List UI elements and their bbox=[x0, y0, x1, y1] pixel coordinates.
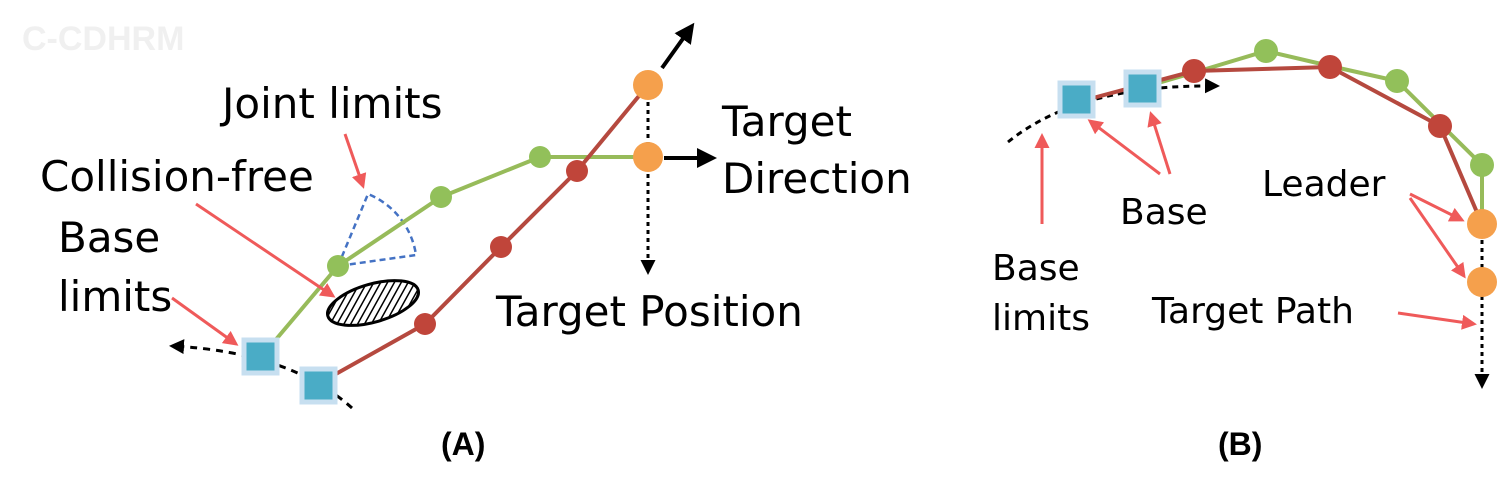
label-base-limits-line2: limits bbox=[58, 272, 172, 321]
green-joint bbox=[1470, 153, 1494, 177]
annotation-arrow-collision-free bbox=[195, 202, 336, 298]
label-base: Base bbox=[1120, 192, 1208, 233]
label-joint-limits: Joint limits bbox=[219, 79, 442, 128]
red-joint bbox=[1428, 114, 1452, 138]
red-joint bbox=[566, 160, 588, 182]
base-square bbox=[1057, 80, 1096, 119]
orange-leader-joint bbox=[1467, 209, 1497, 239]
caption-b: (B) bbox=[1218, 426, 1262, 462]
annotation-arrow-joint-limits bbox=[343, 133, 367, 189]
label-base-limits-line1: Base bbox=[992, 248, 1080, 289]
label-base-limits-line2: limits bbox=[992, 298, 1090, 339]
red-joint bbox=[414, 313, 436, 335]
panel-a: Joint limits Collision-free Base limits … bbox=[40, 22, 912, 462]
annotation-arrow-leader-2 bbox=[1408, 197, 1466, 279]
red-joint bbox=[1318, 55, 1342, 79]
annotation-arrow-leader-1 bbox=[1409, 192, 1465, 222]
base-square bbox=[1123, 69, 1162, 108]
annotation-arrow-target-path bbox=[1397, 311, 1477, 330]
green-joint bbox=[430, 186, 452, 208]
base-limits-arc bbox=[1007, 78, 1220, 144]
annotation-arrow-base-2 bbox=[1147, 111, 1172, 175]
orange-leader-joint bbox=[1467, 267, 1497, 297]
base-square bbox=[241, 337, 280, 376]
collision-obstacle bbox=[326, 279, 420, 327]
label-target-direction-line1: Target bbox=[721, 97, 852, 146]
red-joint bbox=[490, 236, 512, 258]
label-base-limits-line1: Base bbox=[58, 213, 160, 262]
red-robot-chain bbox=[317, 83, 650, 386]
green-joint bbox=[327, 255, 349, 277]
label-target-position: Target Position bbox=[495, 287, 803, 336]
annotation-arrow-base-1 bbox=[1087, 119, 1161, 176]
green-joint bbox=[1254, 39, 1278, 63]
watermark-text: C-CDHRM bbox=[22, 20, 184, 58]
panel-b: Base Base limits Leader Target Path (B) bbox=[992, 39, 1497, 462]
label-target-direction-line2: Direction bbox=[722, 154, 912, 203]
base-square bbox=[299, 366, 338, 405]
caption-a: (A) bbox=[441, 426, 485, 462]
red-joint bbox=[1182, 59, 1206, 83]
orange-end-effector bbox=[633, 142, 663, 172]
joint-limits-sector bbox=[336, 192, 418, 268]
label-collision-free: Collision-free bbox=[40, 152, 314, 201]
annotation-arrow-base-limits bbox=[171, 296, 239, 346]
green-joint bbox=[529, 146, 551, 168]
green-joint bbox=[1385, 69, 1409, 93]
orange-end-effector bbox=[633, 70, 663, 100]
label-target-path: Target Path bbox=[1151, 291, 1354, 332]
target-direction-arrow-up bbox=[660, 22, 695, 70]
label-leader: Leader bbox=[1262, 164, 1386, 205]
